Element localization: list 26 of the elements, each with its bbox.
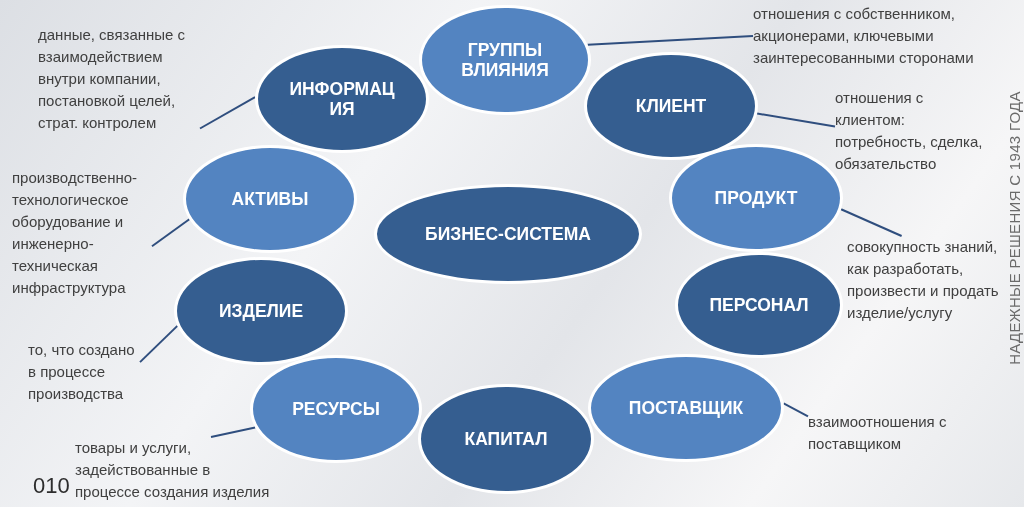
page-number: 010 [33,473,70,499]
annotation-text: взаимоотношения с поставщиком [808,411,968,455]
annotation-text: отношения с собственником, акционерами, ключевыми заинтересованными сторонами [753,3,1003,69]
ellipse-label: ГРУППЫ ВЛИЯНИЯ [460,39,550,81]
ellipse-label: ИЗДЕЛИЕ [218,300,304,322]
annotation-text: производственно-технологическое оборудование и инженерно-техническая инфраструктура [12,167,152,299]
ellipse-label: БИЗНЕС-СИСТЕМА [425,223,591,245]
annotation-text: товары и услуги, задействованные в процессе создания изделия [75,437,275,503]
ellipse-label: ИНФОРМАЦ ИЯ [288,78,396,120]
ellipse-label: АКТИВЫ [231,188,309,210]
leader-line [782,402,809,418]
ellipse-label: КЛИЕНТ [635,95,707,117]
ellipse-label: КАПИТАЛ [464,428,548,450]
leader-line [840,208,903,237]
ellipse-label: ПОСТАВЩИК [628,397,744,419]
leader-line [756,112,836,128]
annotation-text: то, что создано в процессе производства [28,339,140,405]
ellipse-label: ПРОДУКТ [714,187,798,209]
annotation-text: отношения с клиентом: потребность, сделка, обязательство [835,87,987,175]
annotation-text: совокупность знаний, как разработать, произвести и продать изделие/услугу [847,236,1003,324]
ellipse-label: ПЕРСОНАЛ [709,294,809,316]
leader-line [139,324,179,364]
annotation-text: данные, связанные с взаимодействием внутри компании, постановкой целей, страт. контролем [38,24,200,134]
leader-line [199,96,257,130]
vertical-tagline: НАДЕЖНЫЕ РЕШЕНИЯ С 1943 ГОДА [1005,91,1023,365]
ellipse-label: РЕСУРСЫ [292,398,380,420]
